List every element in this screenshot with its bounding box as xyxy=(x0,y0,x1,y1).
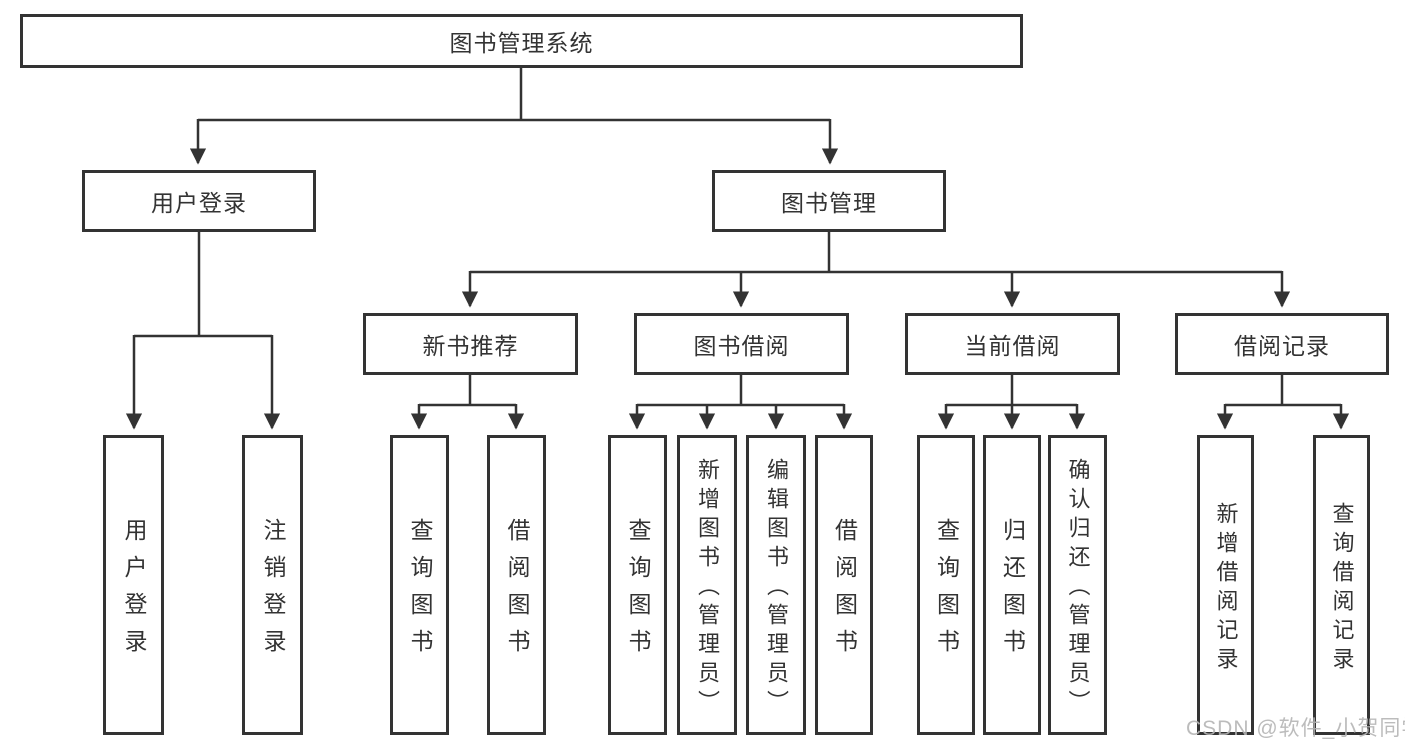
leaf-add-borrow-record: 新增借阅记录 xyxy=(1197,435,1254,735)
node-book-management: 图书管理 xyxy=(712,170,946,232)
leaf-query-book-1-label: 查询图书 xyxy=(407,518,433,666)
leaf-query-book-3-label: 查询图书 xyxy=(933,518,960,666)
node-user-login: 用户登录 xyxy=(82,170,316,232)
node-book-borrow-label: 图书借阅 xyxy=(693,333,790,359)
leaf-query-borrow-record-label: 查询借阅记录 xyxy=(1329,501,1355,676)
leaf-confirm-return-admin-label: 确认归还（管理员） xyxy=(1065,458,1091,719)
leaf-add-book-admin-label: 新增图书（管理员） xyxy=(695,458,720,719)
leaf-return-book: 归还图书 xyxy=(983,435,1041,735)
node-borrow-record-label: 借阅记录 xyxy=(1234,333,1330,359)
leaf-return-book-label: 归还图书 xyxy=(999,518,1026,666)
leaf-logout-label: 注销登录 xyxy=(260,518,286,666)
node-root-system-label: 图书管理系统 xyxy=(449,30,594,56)
leaf-borrow-book-2: 借阅图书 xyxy=(815,435,873,735)
leaf-edit-book-admin-label: 编辑图书（管理员） xyxy=(764,458,789,719)
node-root-system: 图书管理系统 xyxy=(20,14,1023,68)
leaf-edit-book-admin: 编辑图书（管理员） xyxy=(746,435,806,735)
leaf-user-login-label: 用户登录 xyxy=(121,518,147,666)
leaf-borrow-book-1-label: 借阅图书 xyxy=(504,518,530,666)
node-user-login-label: 用户登录 xyxy=(151,190,247,216)
node-current-borrow-label: 当前借阅 xyxy=(964,333,1061,359)
node-new-book-recommend-label: 新书推荐 xyxy=(422,333,519,359)
leaf-borrow-book-1: 借阅图书 xyxy=(487,435,546,735)
leaf-borrow-book-2-label: 借阅图书 xyxy=(831,518,858,666)
node-new-book-recommend: 新书推荐 xyxy=(363,313,578,375)
node-book-borrow: 图书借阅 xyxy=(634,313,849,375)
leaf-query-book-1: 查询图书 xyxy=(390,435,449,735)
leaf-confirm-return-admin: 确认归还（管理员） xyxy=(1048,435,1107,735)
node-book-management-label: 图书管理 xyxy=(781,190,877,216)
node-borrow-record: 借阅记录 xyxy=(1175,313,1389,375)
leaf-add-borrow-record-label: 新增借阅记录 xyxy=(1213,501,1239,676)
leaf-query-book-2: 查询图书 xyxy=(608,435,667,735)
node-current-borrow: 当前借阅 xyxy=(905,313,1120,375)
leaf-query-book-2-label: 查询图书 xyxy=(625,518,651,666)
csdn-watermark: CSDN @软件_小贺同学 xyxy=(1186,717,1405,740)
leaf-logout: 注销登录 xyxy=(242,435,303,735)
leaf-add-book-admin: 新增图书（管理员） xyxy=(677,435,737,735)
leaf-user-login: 用户登录 xyxy=(103,435,164,735)
leaf-query-borrow-record: 查询借阅记录 xyxy=(1313,435,1370,735)
leaf-query-book-3: 查询图书 xyxy=(917,435,975,735)
